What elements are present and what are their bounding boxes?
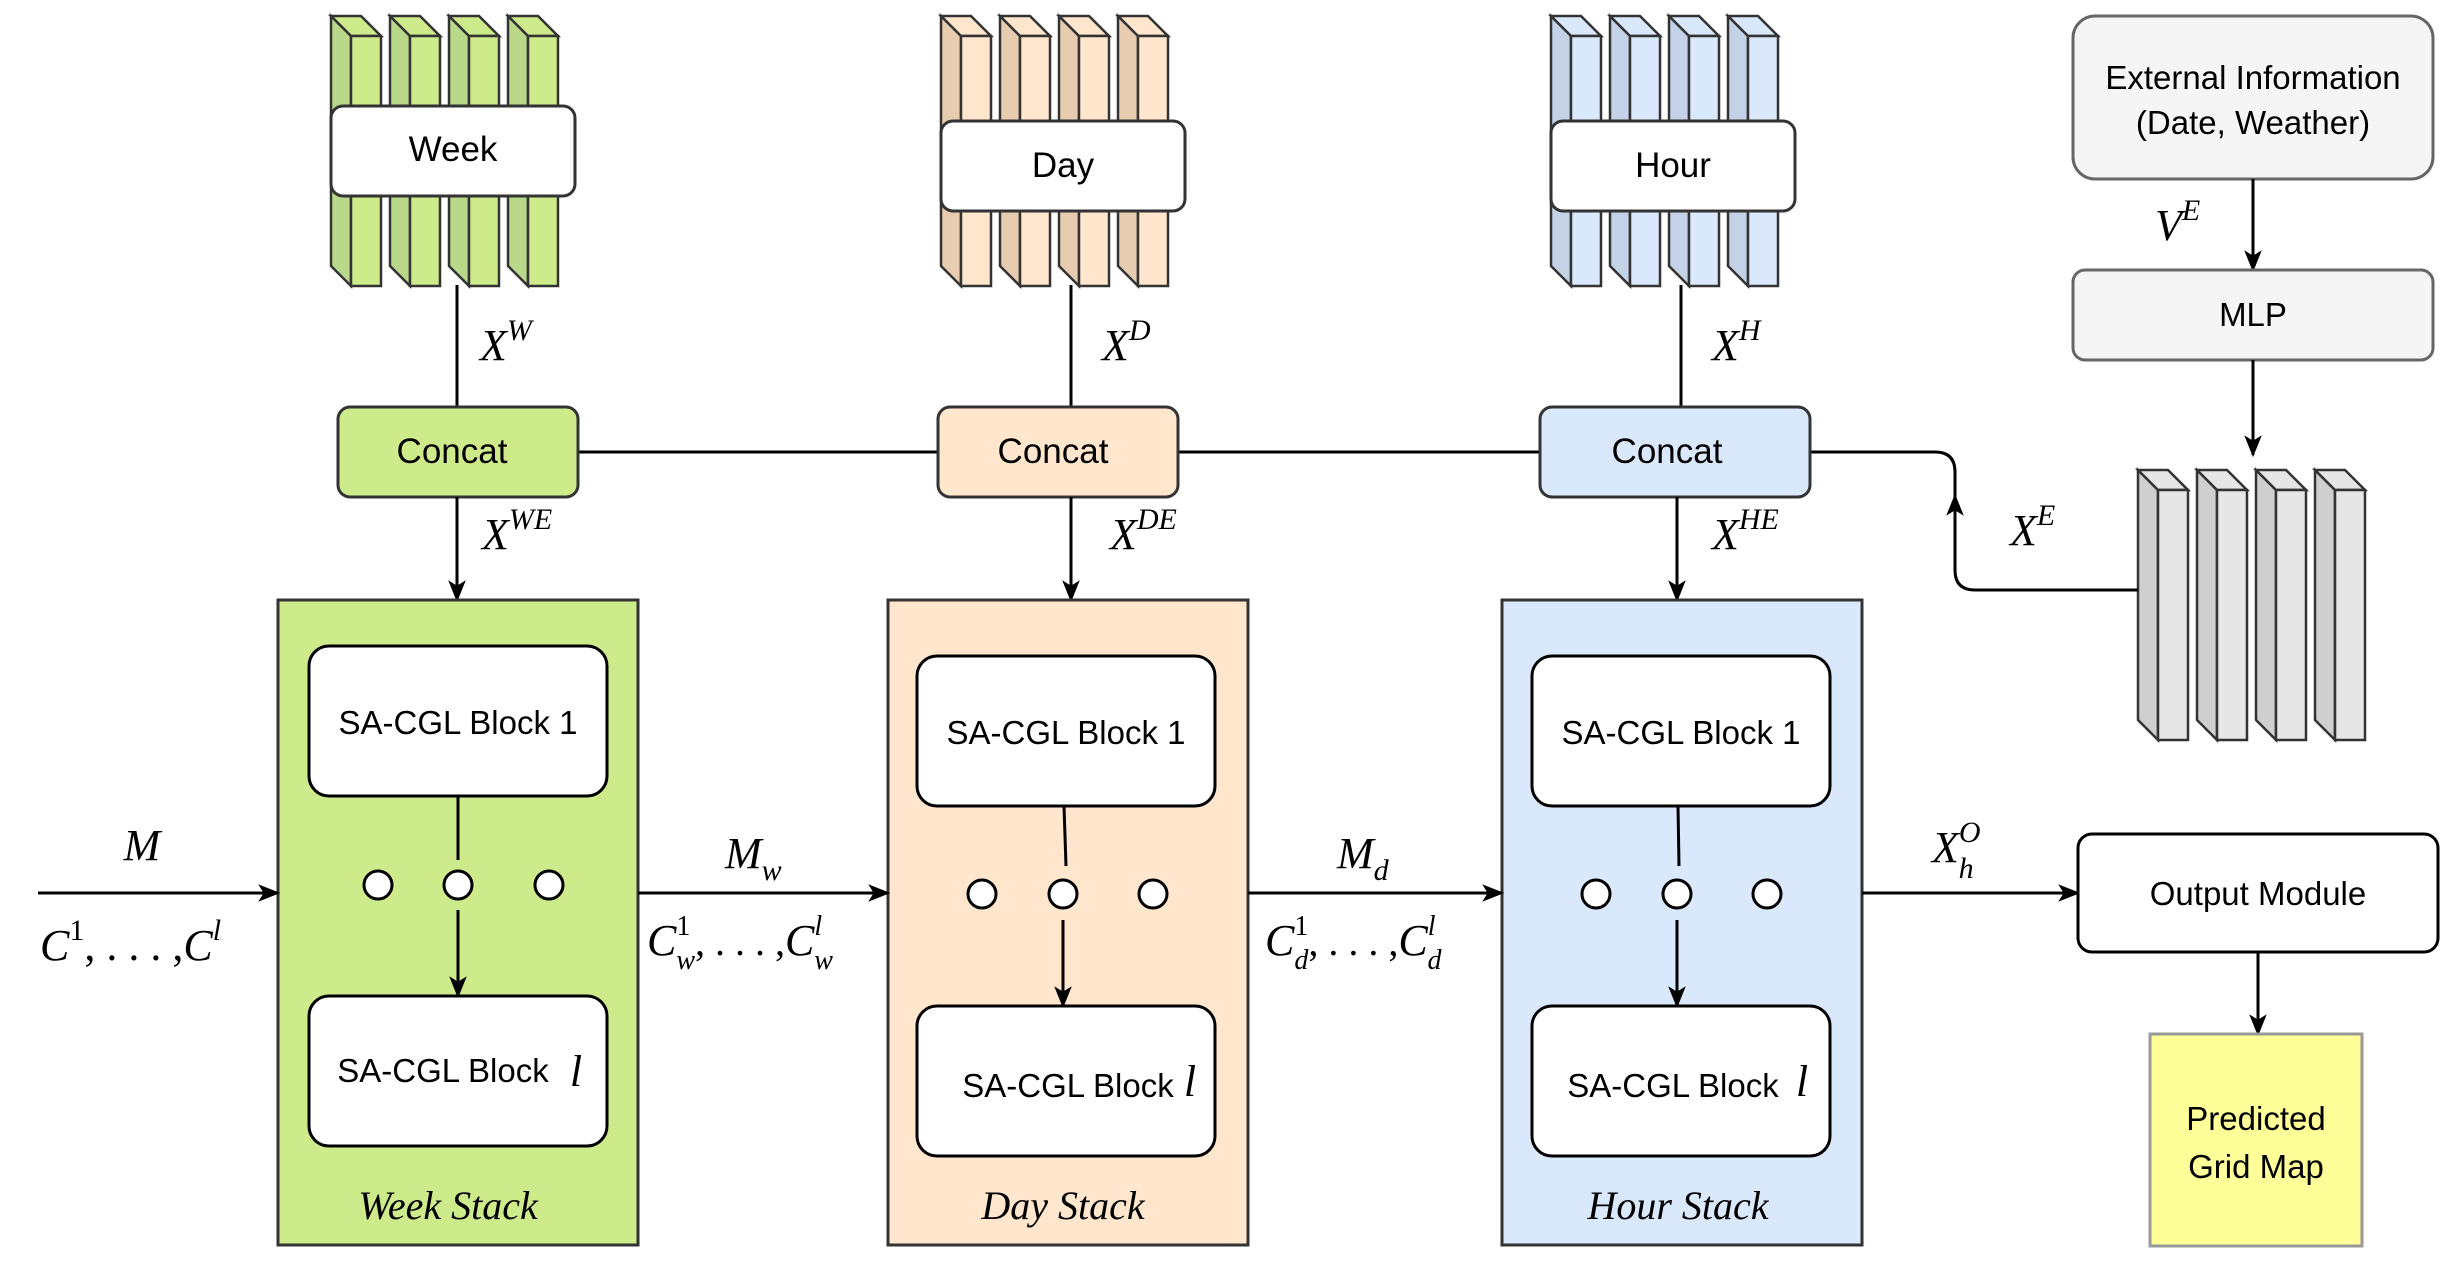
day-block-l-var: l [1184, 1057, 1196, 1106]
mlp-label: MLP [2219, 296, 2287, 333]
week-block-l [307, 994, 609, 1148]
predicted-line1: Predicted [2186, 1100, 2325, 1137]
xw-symbol: XW [478, 314, 535, 370]
xde-symbol: XDE [1108, 503, 1177, 559]
ellipsis-dot [1751, 878, 1783, 910]
hour-label: Hour [1635, 146, 1711, 185]
output-module-label: Output Module [2150, 875, 2366, 912]
week-stack-title: Week Stack [358, 1183, 539, 1228]
external-to-concat-arrow [1946, 493, 2138, 592]
ellipsis-dot [1661, 878, 1693, 910]
ve-symbol: VE [2155, 194, 2200, 250]
week-concat-label: Concat [397, 432, 508, 471]
week-label-box: Week [329, 104, 577, 198]
external-info-line1: External Information [2105, 59, 2400, 96]
xwe-symbol: XWE [480, 503, 552, 559]
week-block-l-label: SA-CGL Block [337, 1052, 549, 1089]
hour-concat-box: Concat [1538, 405, 1812, 499]
predicted-line2: Grid Map [2188, 1148, 2324, 1185]
hour-stack: SA-CGL Block 1 SA-CGL Block l Hour Stack [1500, 598, 1864, 1247]
day-concat-label: Concat [998, 432, 1109, 471]
ellipsis-dot [966, 878, 998, 910]
hour-block-l-label: SA-CGL Block [1567, 1067, 1779, 1104]
xe-symbol: XE [2008, 499, 2055, 555]
external-slab-side [2254, 466, 2278, 744]
day-label-box: Day [939, 119, 1187, 213]
day-concat-box: Concat [936, 405, 1180, 499]
hour-block-l [1530, 1004, 1832, 1158]
hour-block-1 [1530, 654, 1832, 808]
day-stack: SA-CGL Block 1 SA-CGL Block l Day Stack [886, 598, 1250, 1247]
day-block-l [915, 1004, 1217, 1158]
external-slab-side [2313, 466, 2337, 744]
mw-symbol: Mw [724, 829, 782, 887]
mlp-box: MLP [2071, 268, 2435, 362]
predicted-grid-map-box: Predicted Grid Map [2148, 1032, 2364, 1248]
ellipsis-dot [362, 869, 394, 901]
xhe-symbol: XHE [1710, 503, 1779, 559]
day-block-l-label: SA-CGL Block [962, 1067, 1174, 1104]
input-c-symbols: C1, . . . ,Cl [40, 914, 221, 970]
hour-block-l-var: l [1796, 1057, 1808, 1106]
day-label: Day [1032, 146, 1095, 185]
week-label: Week [409, 130, 498, 169]
hour-stack-title: Hour Stack [1586, 1183, 1769, 1228]
day-stack-title: Day Stack [980, 1183, 1146, 1228]
ellipsis-dot [1580, 878, 1612, 910]
xd-symbol: XD [1100, 314, 1151, 370]
week-stack: SA-CGL Block 1 SA-CGL Block l Week Stack [276, 598, 640, 1247]
concat-link-hour-external [1810, 450, 1957, 500]
ellipsis-dot [1047, 878, 1079, 910]
ellipsis-dot [442, 869, 474, 901]
external-slab-front [2215, 488, 2249, 742]
week-concat-box: Concat [336, 405, 580, 499]
day-block-1 [915, 654, 1217, 808]
ellipsis-dot [1137, 878, 1169, 910]
input-m-symbol: M [123, 821, 163, 870]
day-block-1-label: SA-CGL Block 1 [946, 714, 1185, 751]
week-block-1-label: SA-CGL Block 1 [338, 704, 577, 741]
external-info-line2: (Date, Weather) [2136, 104, 2370, 141]
md-symbol: Md [1336, 829, 1390, 887]
external-slab-side [2136, 466, 2160, 744]
external-slab-front [2274, 488, 2308, 742]
output-module-box: Output Module [2076, 832, 2440, 954]
external-slab-front [2156, 488, 2190, 742]
xh-symbol: XH [1710, 314, 1763, 370]
hour-concat-label: Concat [1612, 432, 1723, 471]
external-feature-tensor-stack [2134, 466, 2369, 744]
external-information-box: External Information (Date, Weather) [2071, 14, 2435, 181]
hour-label-box: Hour [1549, 119, 1797, 213]
hour-block-1-label: SA-CGL Block 1 [1561, 714, 1800, 751]
ellipsis-dot [533, 869, 565, 901]
external-slab-front [2333, 488, 2367, 742]
external-slab-side [2195, 466, 2219, 744]
week-block-l-var: l [570, 1047, 582, 1096]
